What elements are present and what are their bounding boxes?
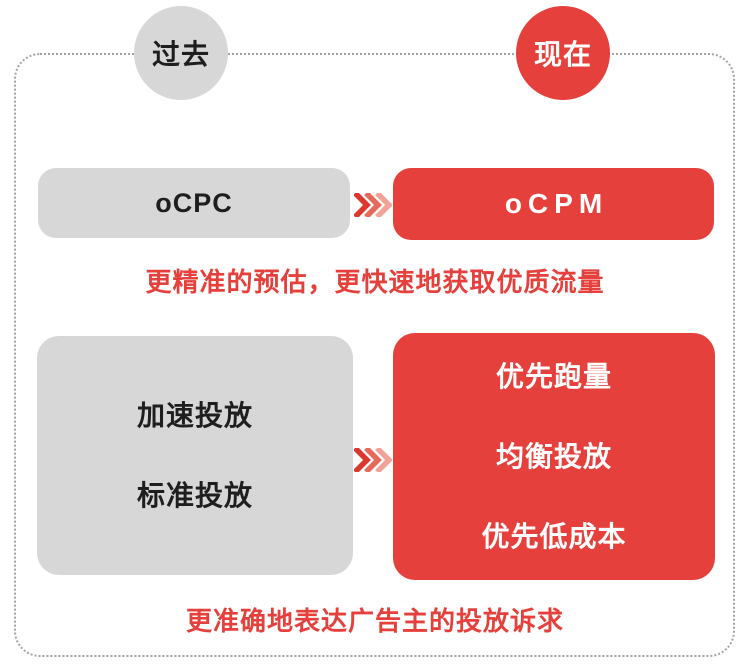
now-delivery-mode: 优先低成本 [481, 520, 627, 552]
now-label: 现在 [533, 39, 592, 70]
triple-chevron-icon [354, 448, 392, 472]
now-delivery-mode: 优先跑量 [495, 360, 612, 392]
now-ocpm-label: oCPM [504, 188, 609, 219]
chevron-2-icon [364, 193, 382, 217]
dotted-frame [14, 53, 735, 657]
now-delivery-box: 优先跑量 均衡投放 优先低成本 [393, 333, 715, 580]
chevron-3-icon [375, 448, 392, 472]
now-ocpm-box: oCPM [393, 168, 714, 240]
chevron-2-icon [364, 448, 382, 472]
now-circle: 现在 [516, 6, 610, 100]
past-label: 过去 [151, 39, 210, 70]
past-delivery-box: 加速投放 标准投放 [37, 336, 353, 575]
triple-chevron-icon [354, 193, 392, 217]
past-circle: 过去 [134, 6, 228, 100]
bidding-caption: 更精准的预估，更快速地获取优质流量 [145, 267, 605, 297]
chevron-3-icon [375, 193, 392, 217]
past-delivery-mode: 标准投放 [136, 479, 253, 511]
past-delivery-mode: 加速投放 [136, 399, 253, 431]
past-ocpc-label: oCPC [155, 187, 233, 218]
chevron-1-icon [354, 448, 371, 472]
delivery-caption: 更准确地表达广告主的投放诉求 [185, 606, 564, 636]
now-delivery-mode: 均衡投放 [495, 440, 612, 472]
chevron-1-icon [354, 193, 371, 217]
past-ocpc-box: oCPC [38, 168, 350, 238]
